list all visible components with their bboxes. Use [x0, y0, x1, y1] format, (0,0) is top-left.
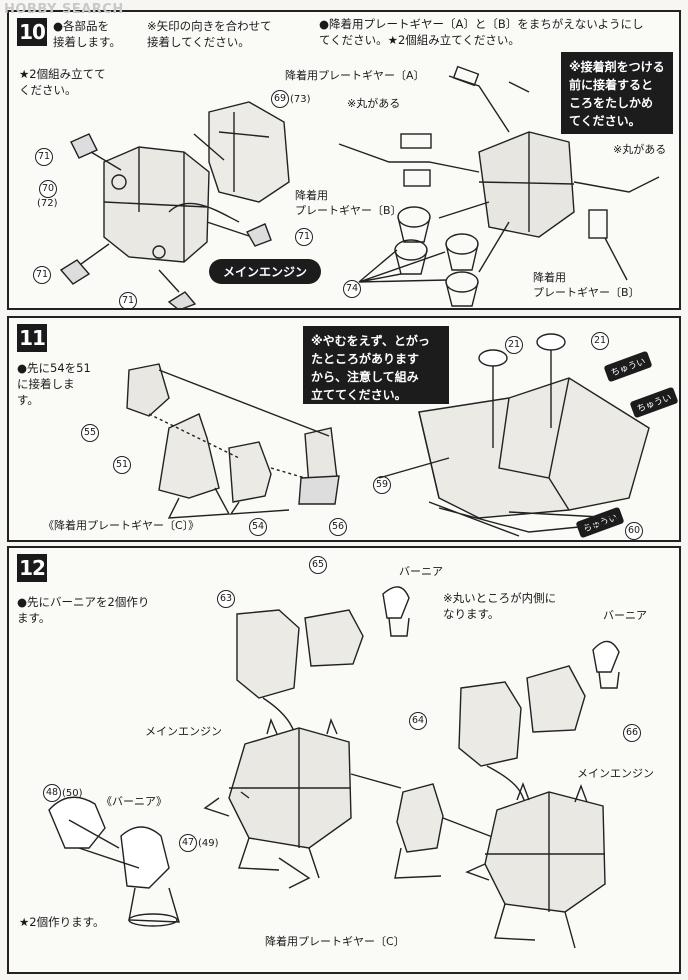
part-number: 71 — [119, 292, 137, 308]
step-12-panel: 12 ●先にバーニアを2個作り ます。 ※丸いところが内側に なります。 バーニ… — [7, 546, 681, 974]
step-note: ●先にバーニアを2個作り ます。 — [17, 595, 150, 625]
part-number: 54 — [249, 518, 267, 536]
vernier-label: バーニア — [399, 565, 443, 578]
part-number: 64 — [409, 712, 427, 730]
step-10-illustration — [59, 65, 660, 308]
gear-a-label: 降着用プレートギヤー〔A〕 — [285, 69, 425, 82]
main-engine-label: メインエンジン — [577, 767, 654, 780]
step-note: ●先に54を51 に接着しま す。 — [17, 361, 91, 407]
part-number: 21 — [591, 332, 609, 350]
gear-c-label: 降着用プレートギヤー〔C〕 — [265, 935, 405, 948]
vernier-caption: 《バーニア》 — [101, 795, 167, 808]
gear-c-caption: 《降着用プレートギヤー〔C〕》 — [43, 519, 200, 532]
arrow-alignment-note: ※矢印の向きを合わせて 接着してください。 — [147, 19, 272, 49]
round-mark-label: ※丸がある — [613, 143, 667, 156]
sharp-edge-caution-box: ※やむをえず、とがっ たところがあります から、注意して組み 立ててください。 — [303, 326, 449, 404]
part-number: 69(73) — [271, 90, 311, 108]
gear-b-label: 降着用 プレートギヤー〔B〕 — [533, 271, 640, 299]
step-11-illustration — [126, 333, 650, 537]
step-number: 12 — [17, 554, 47, 582]
vernier-label: バーニア — [603, 609, 647, 622]
step-number: 11 — [17, 324, 47, 352]
part-number: 47(49) — [179, 834, 219, 852]
part-number: 21 — [505, 336, 523, 354]
step-10-panel: 10 ●各部品を 接着します。 ★2個組み立てて ください。 ※矢印の向きを合わ… — [7, 10, 681, 310]
round-mark-label: ※丸がある — [347, 97, 401, 110]
part-number: 71 — [33, 266, 51, 284]
part-number: 71 — [295, 228, 313, 246]
part-number: 48(50) — [43, 784, 83, 802]
step-note-star: ★2個作ります。 — [19, 915, 105, 929]
glue-caution-box: ※接着剤をつける 前に接着すると ころをたしかめ てください。 — [561, 52, 673, 134]
watermark: HOBBY SEARCH — [4, 2, 124, 17]
part-number: 60 — [625, 522, 643, 540]
part-number: 70 — [39, 180, 57, 198]
part-number: 51 — [113, 456, 131, 474]
main-engine-label: メインエンジン — [209, 259, 322, 284]
step-note-star: ★2個組み立てて ください。 — [19, 67, 106, 97]
inner-side-note: ※丸いところが内側に なります。 — [443, 591, 557, 621]
main-engine-label: メインエンジン — [145, 725, 222, 738]
step-12-illustration — [48, 586, 620, 949]
gear-caution-note: ●降着用プレートギヤー〔A〕と〔B〕をまちがえないようにし てください。★2個組… — [319, 17, 644, 47]
part-number: 66 — [623, 724, 641, 742]
part-number: 65 — [309, 556, 327, 574]
step-note: ●各部品を 接着します。 — [53, 19, 121, 49]
part-number: 55 — [81, 424, 99, 442]
gear-b-label: 降着用 プレートギヤー〔B〕 — [295, 189, 402, 217]
part-number: 74 — [343, 280, 361, 298]
step-number: 10 — [17, 18, 47, 46]
part-number-alt: (72) — [37, 198, 58, 209]
part-number: 63 — [217, 590, 235, 608]
part-number: 56 — [329, 518, 347, 536]
part-number: 71 — [35, 148, 53, 166]
step-11-panel: 11 ●先に54を51 に接着しま す。 ※やむをえず、とがっ たところがありま… — [7, 316, 681, 542]
